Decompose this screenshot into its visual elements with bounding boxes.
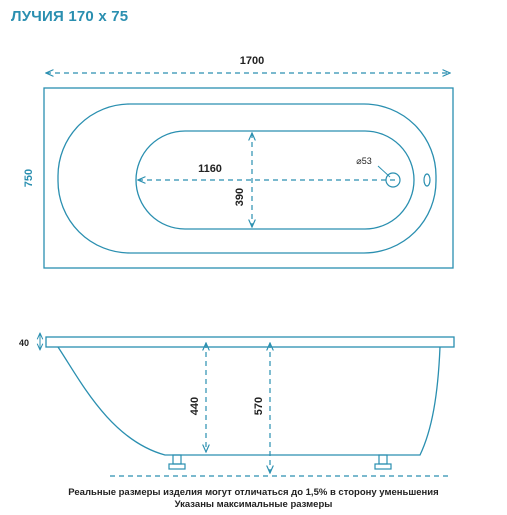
left-leg-icon (168, 454, 186, 470)
length-label: 1700 (240, 55, 264, 67)
width-label: 750 (23, 169, 35, 187)
drain-icon (385, 172, 401, 188)
total-height-label: 570 (253, 397, 265, 415)
max-size-note: Указаны максимальные размеры (174, 499, 333, 510)
tub-body-side (57, 346, 441, 456)
product-title: ЛУЧИЯ 170 x 75 (11, 8, 129, 25)
disclaimer-note: Реальные размеры изделия могут отличатьс… (68, 487, 439, 498)
inner-length-label: 1160 (198, 163, 222, 175)
top-view: 1700 750 1160 390 ⌀53 (23, 55, 454, 269)
depth-label: 440 (189, 397, 201, 415)
tub-outer-outline (43, 87, 454, 269)
technical-drawing: 1700 750 1160 390 ⌀53 (19, 55, 455, 477)
drain-leader-line (377, 165, 391, 178)
tub-rim-outline (57, 103, 437, 254)
overflow-icon (423, 173, 431, 187)
tub-bottom-outline (135, 130, 415, 230)
side-view: 40 440 570 (19, 333, 455, 477)
right-leg-icon (374, 454, 392, 470)
rim-height-label: 40 (19, 338, 29, 348)
drain-label: ⌀53 (356, 156, 371, 166)
tub-rim-side (45, 336, 455, 348)
inner-width-label: 390 (234, 188, 246, 206)
